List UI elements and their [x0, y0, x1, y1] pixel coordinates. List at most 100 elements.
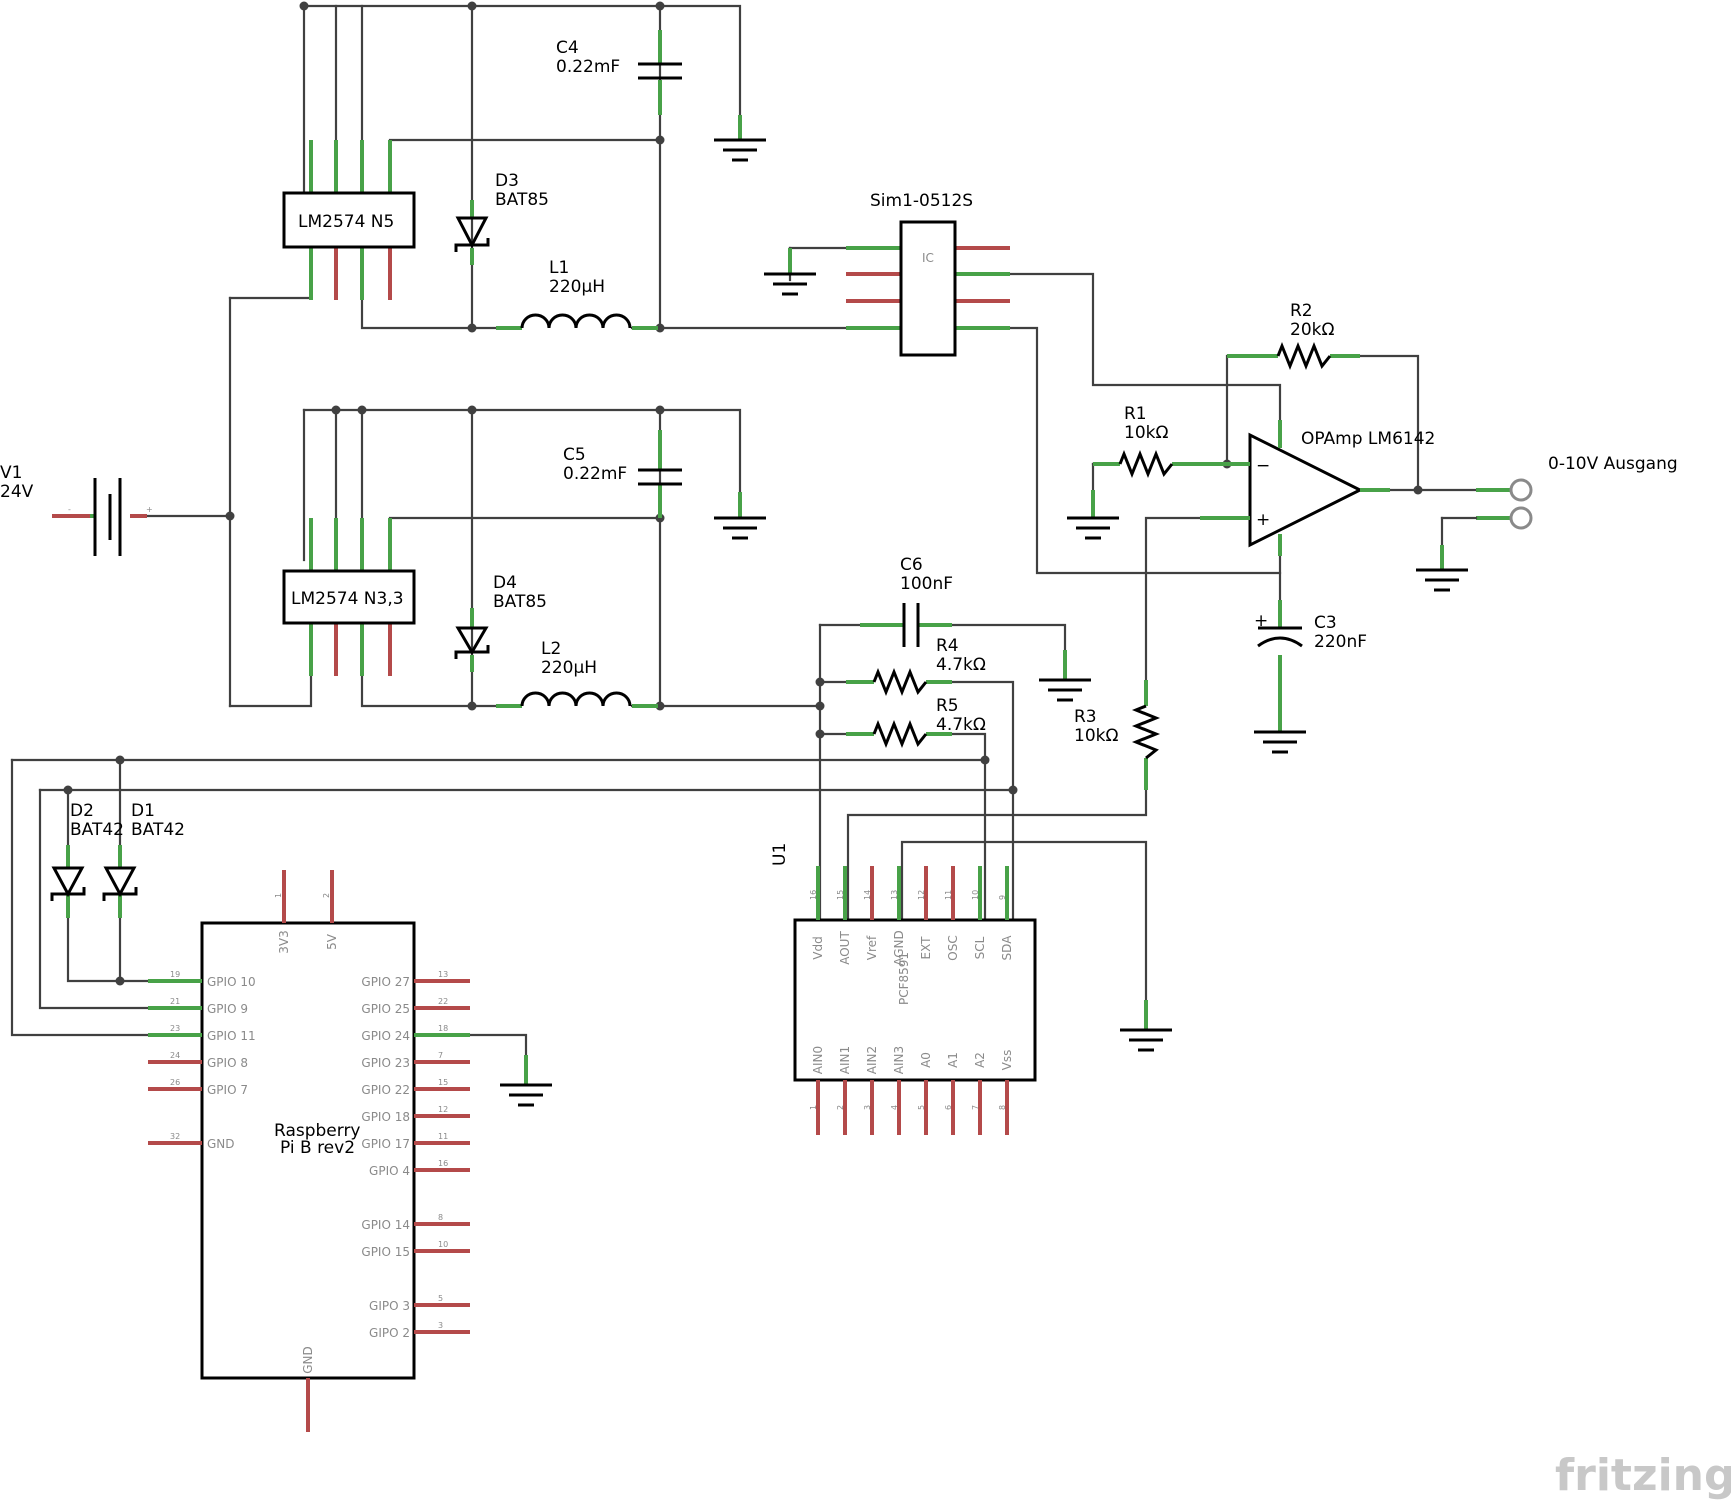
inductor-l1: L1 220µH [496, 258, 658, 330]
svg-text:21: 21 [170, 997, 180, 1006]
svg-text:7: 7 [438, 1051, 443, 1060]
l1-ref: L1 [549, 258, 569, 278]
svg-text:15: 15 [836, 890, 845, 900]
opamp-plus: + [1256, 510, 1270, 530]
rpi-name-line1: Raspberry [274, 1121, 361, 1141]
reg-bot-name: LM2574 N3,3 [291, 589, 404, 609]
output-label: 0-10V Ausgang [1548, 454, 1678, 474]
svg-text:5: 5 [917, 1105, 926, 1110]
rpi-pin-label: GPIO 9 [207, 1002, 248, 1016]
resistor-r5: R5 4.7kΩ [846, 696, 986, 749]
u1-name: PCF8591 [897, 952, 911, 1005]
inductor-l2: L2 220µH [496, 639, 658, 708]
ground-rpi [500, 1055, 552, 1107]
svg-text:3: 3 [438, 1321, 443, 1330]
pcf-pin-label: AIN0 [811, 1046, 825, 1074]
r5-ref: R5 [936, 696, 959, 716]
svg-text:16: 16 [438, 1159, 448, 1168]
pcf-pin-label: SCL [973, 936, 987, 959]
rpi-pin-label: GPIO 17 [361, 1137, 410, 1151]
svg-text:3: 3 [863, 1105, 872, 1110]
rpi-pin-label: GPIO 18 [361, 1110, 410, 1124]
ground-c5 [714, 492, 766, 540]
r1-ref: R1 [1124, 404, 1147, 424]
pcf-pin-label: AGND [892, 930, 906, 966]
rpi-pin-label: GND [301, 1346, 315, 1374]
resistor-r2: R2 20kΩ [1227, 301, 1360, 371]
pcf-pin-label: SDA [1000, 935, 1014, 961]
sim-ic: IC [922, 251, 934, 265]
rpi-pin-label: GPIO 11 [207, 1029, 256, 1043]
svg-text:1: 1 [809, 1105, 818, 1110]
rpi-pin-label: GPIO 8 [207, 1056, 248, 1070]
r5-value: 4.7kΩ [936, 715, 986, 735]
c3-value: 220nF [1314, 632, 1367, 652]
c4-value: 0.22mF [556, 57, 620, 77]
opamp-lm6142: − + OPAmp LM6142 [1200, 420, 1435, 556]
pcf-pin-label: A2 [973, 1052, 987, 1068]
rpi-pin-label: GPIO 4 [369, 1164, 410, 1178]
svg-text:15: 15 [438, 1078, 448, 1087]
diode-d4: D4 BAT85 [454, 573, 547, 672]
ground-c4 [714, 115, 766, 162]
rpi-pin-label: 3V3 [277, 930, 291, 953]
resistor-r3: R3 10kΩ [1074, 680, 1161, 790]
rpi-pin-label: GPIO 14 [361, 1218, 410, 1232]
battery-v1: - + V1 24V [0, 463, 153, 556]
capacitor-c4: C4 0.22mF [556, 30, 682, 115]
ground-symbols [500, 115, 1468, 1107]
output-connector: 0-10V Ausgang [1440, 454, 1678, 530]
pcf-pin-label: Vref [865, 935, 879, 960]
svg-text:9: 9 [998, 895, 1007, 900]
svg-text:13: 13 [890, 890, 899, 900]
ground-sim [764, 248, 816, 296]
svg-text:+: + [1254, 611, 1268, 631]
ground-r1 [1067, 490, 1119, 540]
rpi-pin-label: GPIO 27 [361, 975, 410, 989]
capacitor-c3: + C3 220nF [1254, 600, 1367, 700]
ground-pcf [1120, 1000, 1172, 1052]
capacitor-c6: C6 100nF [860, 555, 953, 647]
svg-text:-: - [68, 505, 71, 514]
ground-c6 [1039, 650, 1091, 702]
diode-d2: D2 BAT42 [50, 801, 124, 918]
ground-c3 [1254, 700, 1306, 754]
rpi-pin-label: GPIO 15 [361, 1245, 410, 1259]
rpi-pin-label: GIPO 2 [369, 1326, 410, 1340]
rpi-pin-label: GND [207, 1137, 235, 1151]
ic-pcf8591: U1 PCF8591 Vdd16AOUT15Vref14AGND13EXT12O… [770, 843, 1037, 1135]
pcf-pin-label: AIN2 [865, 1046, 879, 1074]
svg-text:5: 5 [438, 1294, 443, 1303]
junction-dots [63, 1, 1423, 986]
fritzing-logo: fritzing [1555, 1450, 1731, 1501]
diode-d1: D1 BAT42 [102, 801, 185, 918]
svg-text:6: 6 [944, 1105, 953, 1110]
svg-text:32: 32 [170, 1132, 180, 1141]
u1-ref: U1 [770, 843, 790, 866]
rpi-pin-label: GPIO 25 [361, 1002, 410, 1016]
svg-text:2: 2 [836, 1105, 845, 1110]
svg-text:10: 10 [438, 1240, 448, 1249]
svg-text:10: 10 [971, 890, 980, 900]
pcf-pin-label: AIN3 [892, 1046, 906, 1074]
opamp-name: OPAmp LM6142 [1301, 429, 1435, 449]
svg-text:4: 4 [890, 1105, 899, 1110]
pcf-pin-label: Vdd [811, 936, 825, 959]
d2-ref: D2 [70, 801, 94, 821]
regulator-lm2574-n5: LM2574 N5 [282, 140, 416, 300]
c5-value: 0.22mF [563, 464, 627, 484]
resistor-r1: R1 10kΩ [1093, 404, 1200, 479]
d4-ref: D4 [493, 573, 517, 593]
regulator-lm2574-n33: LM2574 N3,3 [282, 518, 416, 676]
d1-value: BAT42 [131, 820, 185, 840]
d2-value: BAT42 [70, 820, 124, 840]
reg-top-name: LM2574 N5 [298, 212, 394, 232]
d1-ref: D1 [131, 801, 155, 821]
resistor-r4: R4 4.7kΩ [846, 636, 986, 697]
r3-ref: R3 [1074, 707, 1097, 727]
rpi-pin-label: GPIO 22 [361, 1083, 410, 1097]
svg-text:23: 23 [170, 1024, 180, 1033]
svg-text:22: 22 [438, 997, 448, 1006]
c6-value: 100nF [900, 574, 953, 594]
